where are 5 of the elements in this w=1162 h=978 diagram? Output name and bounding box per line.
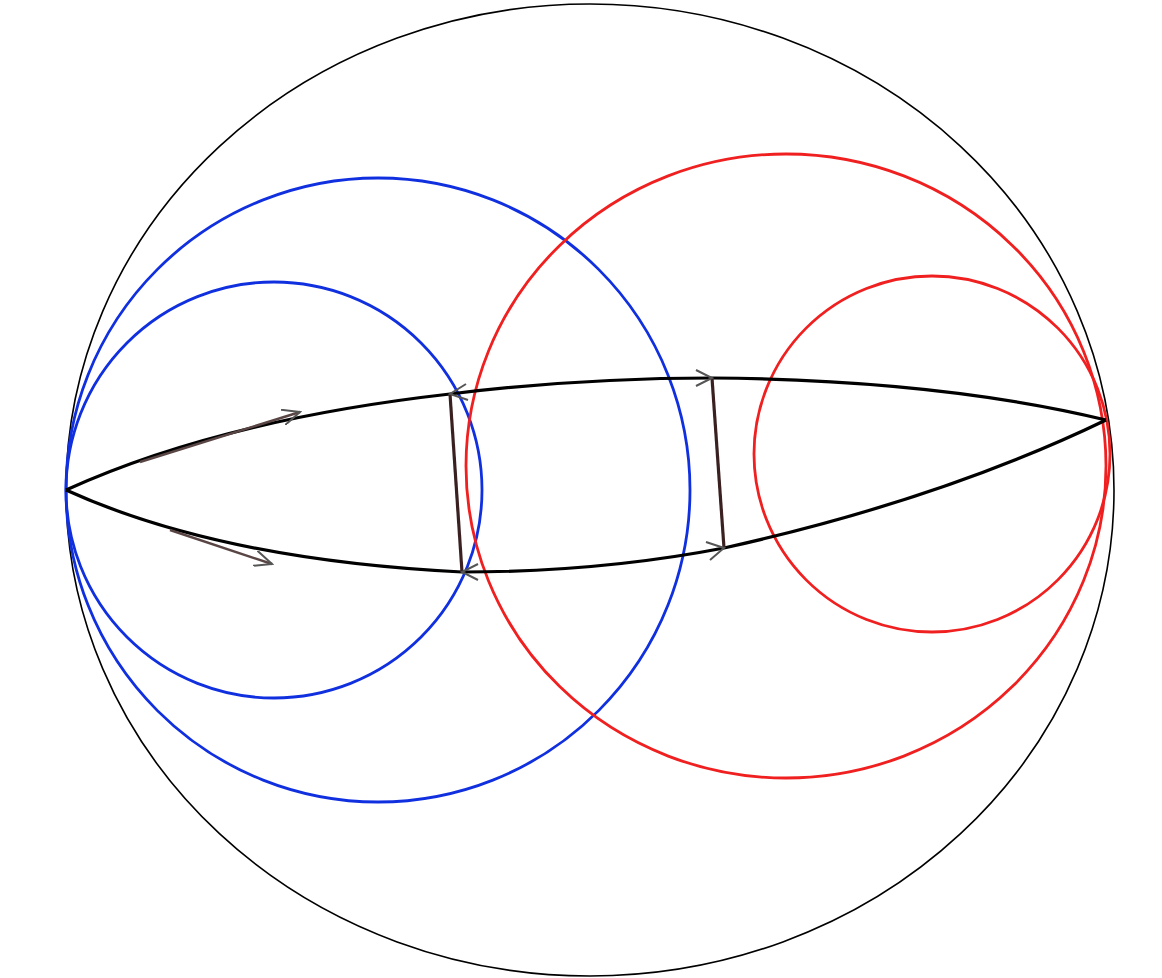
circle-outline bbox=[64, 280, 484, 700]
circle-outline bbox=[64, 176, 692, 804]
circle-outline bbox=[752, 274, 1112, 634]
circle-outline bbox=[65, 3, 1115, 977]
circle-outline bbox=[464, 152, 1108, 780]
